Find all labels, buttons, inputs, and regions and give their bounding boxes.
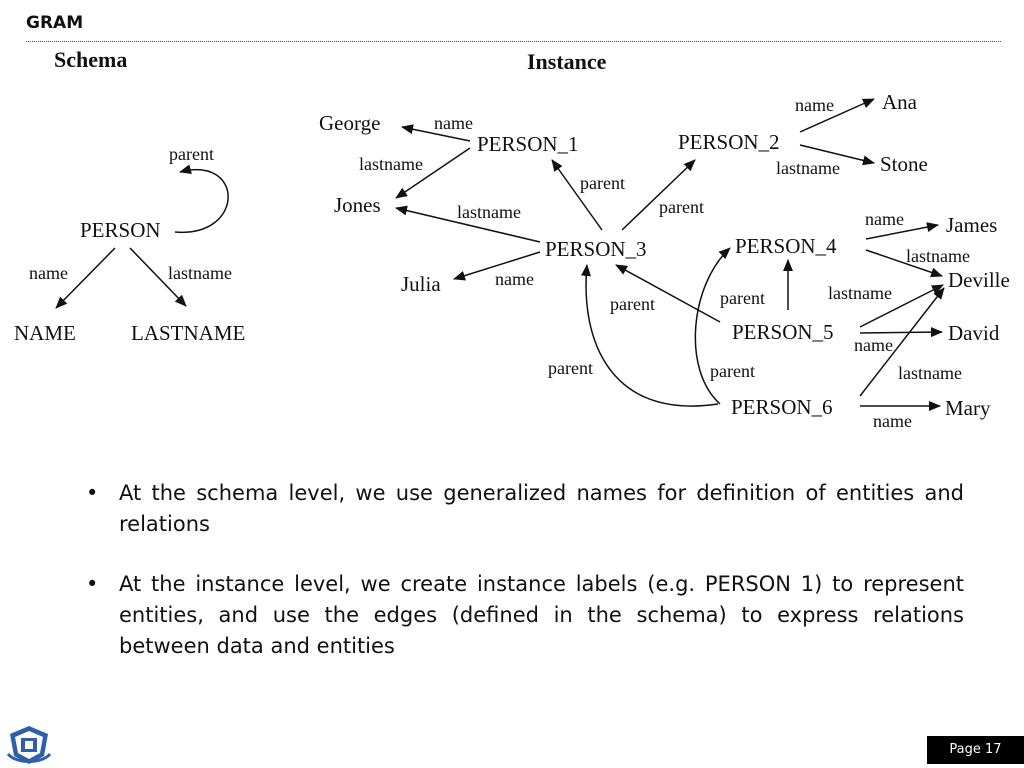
bullet-text: At the schema level, we use generalized … — [119, 481, 964, 536]
label-p1-george: name — [434, 113, 473, 133]
label-p5-deville: lastname — [828, 283, 892, 303]
edge-p5-david — [859, 327, 943, 338]
university-seal-logo — [6, 726, 52, 764]
edge-p1-george — [401, 124, 471, 142]
label-p3-p2: parent — [659, 197, 704, 217]
label-p5-p4: parent — [720, 288, 765, 308]
label-p3-jones: lastname — [457, 202, 521, 222]
schema-edge-parent-loop — [174, 164, 229, 233]
edge-p6-p3 — [581, 264, 719, 407]
schema-edge-lastname — [129, 247, 187, 307]
node-david: David — [948, 321, 1000, 345]
label-p6-p3: parent — [548, 358, 593, 378]
edge-p3-p2 — [621, 159, 696, 231]
label-p5-david: name — [854, 335, 893, 355]
label-p3-p1: parent — [580, 173, 625, 193]
slide-title: GRAM — [26, 13, 84, 33]
edge-p6-p4 — [694, 247, 731, 405]
edge-p2-stone — [799, 144, 875, 166]
node-julia: Julia — [401, 272, 441, 296]
node-jones: Jones — [334, 193, 381, 217]
label-p6-deville: lastname — [898, 363, 962, 383]
label-p6-mary: name — [873, 411, 912, 431]
edge-p5-deville — [859, 284, 944, 328]
node-person1: PERSON_1 — [477, 132, 579, 156]
bullet-symbol: • — [86, 481, 99, 505]
schema-label-parent: parent — [169, 144, 214, 164]
node-stone: Stone — [880, 152, 928, 176]
label-p2-ana: name — [795, 95, 834, 115]
schema-edge-name — [55, 247, 116, 309]
edge-p5-p3 — [615, 264, 721, 323]
node-person2: PERSON_2 — [678, 130, 780, 154]
node-person6: PERSON_6 — [731, 395, 833, 419]
node-person5: PERSON_5 — [732, 320, 834, 344]
label-p5-p3: parent — [610, 294, 655, 314]
label-p3-julia: name — [495, 269, 534, 289]
page-number-badge: Page 17 — [927, 736, 1024, 764]
edge-p3-jones — [395, 205, 541, 243]
schema-instance-diagram: Schema Instance PERSON NAME LASTNAME par… — [14, 47, 1010, 431]
schema-label-lastname: lastname — [168, 263, 232, 283]
schema-node-lastname: LASTNAME — [131, 321, 245, 345]
node-deville: Deville — [948, 268, 1010, 292]
edge-p6-deville — [859, 287, 945, 397]
schema-node-person: PERSON — [80, 218, 161, 242]
instance-heading: Instance — [527, 49, 607, 74]
label-p4-deville: lastname — [906, 246, 970, 266]
node-mary: Mary — [945, 396, 991, 420]
label-p4-james: name — [865, 209, 904, 229]
node-person3: PERSON_3 — [545, 237, 647, 261]
bullet-symbol: • — [86, 572, 99, 596]
schema-node-name: NAME — [14, 321, 76, 345]
bullet-item: • At the instance level, we create insta… — [86, 569, 964, 662]
bullet-text: At the instance level, we create instanc… — [119, 572, 964, 658]
edge-p4-deville — [865, 249, 943, 278]
label-p1-jones: lastname — [359, 154, 423, 174]
edge-p3-julia — [453, 251, 541, 281]
label-p6-p4: parent — [710, 361, 755, 381]
schema-label-name: name — [29, 263, 68, 283]
edge-p1-jones — [395, 147, 471, 199]
node-person4: PERSON_4 — [735, 234, 837, 258]
bullet-item: • At the schema level, we use generalize… — [86, 478, 964, 540]
node-george: George — [319, 111, 380, 135]
node-ana: Ana — [882, 90, 918, 114]
schema-heading: Schema — [54, 47, 127, 72]
edge-p2-ana — [799, 98, 875, 133]
bullet-list: • At the schema level, we use generalize… — [86, 478, 964, 691]
label-p2-stone: lastname — [776, 158, 840, 178]
edge-p3-p1 — [551, 159, 603, 231]
edge-p4-james — [865, 222, 939, 240]
title-divider — [26, 41, 1001, 42]
node-james: James — [946, 213, 997, 237]
